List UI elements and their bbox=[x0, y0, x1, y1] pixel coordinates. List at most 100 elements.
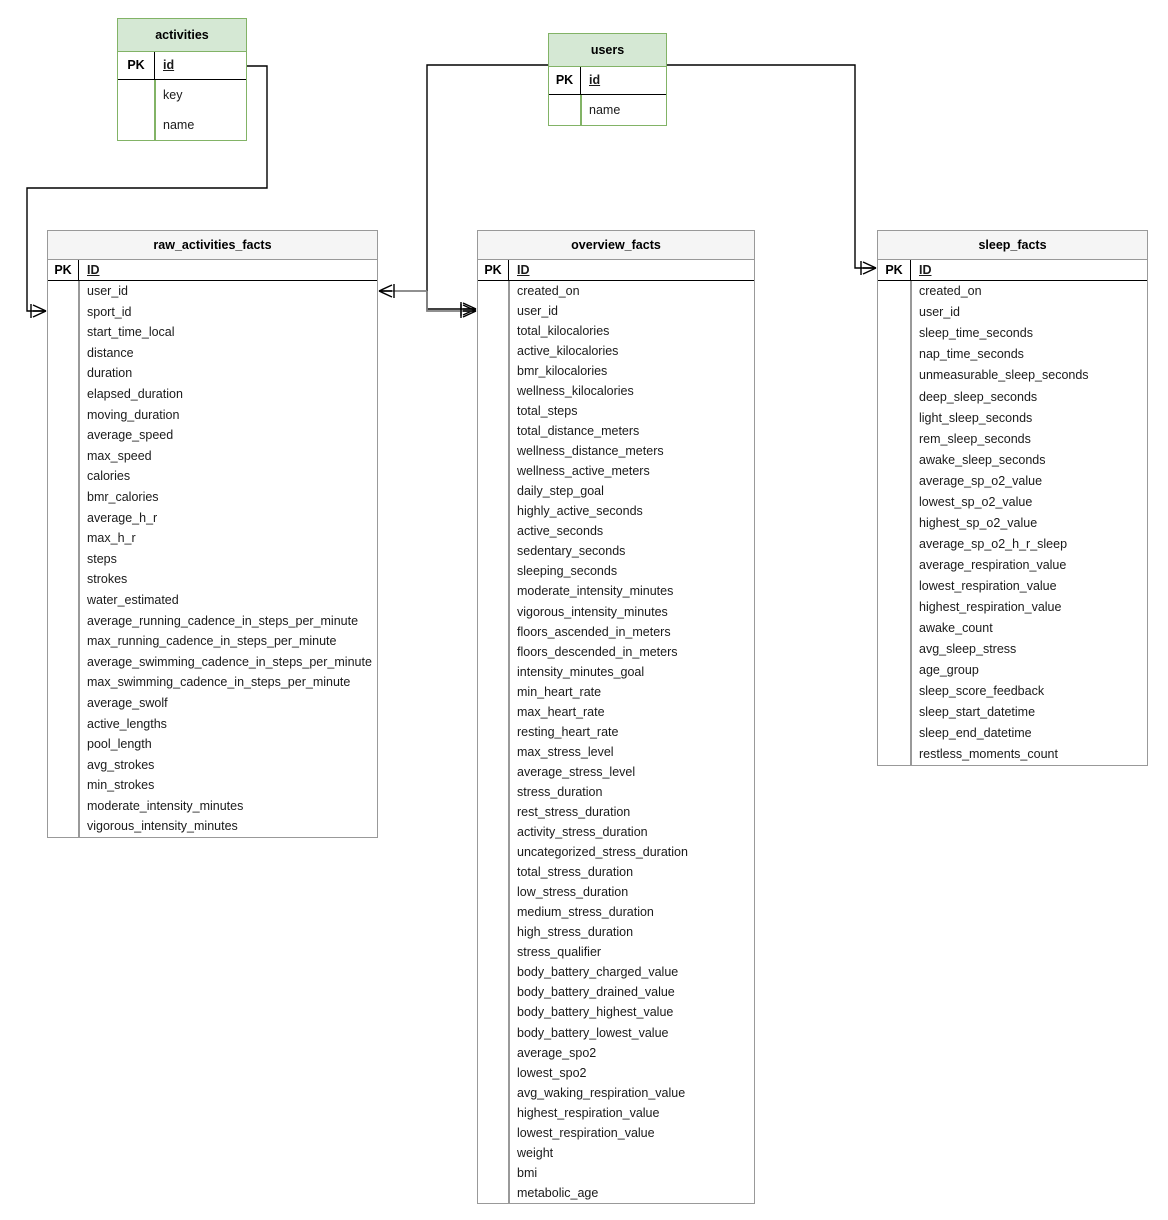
pk-spacer bbox=[878, 386, 911, 408]
field-overview_facts-activity_stress_duration: activity_stress_duration bbox=[517, 825, 648, 840]
field-activities-key: key bbox=[163, 87, 183, 102]
pk-spacer bbox=[48, 404, 79, 426]
table-row: vigorous_intensity_minutes bbox=[48, 816, 377, 838]
field-overview_facts-low_stress_duration: low_stress_duration bbox=[517, 885, 629, 900]
pk-spacer bbox=[48, 548, 79, 570]
field-overview_facts-stress_qualifier: stress_qualifier bbox=[517, 945, 602, 960]
table-row: bmi bbox=[478, 1163, 754, 1184]
field-raw_activities_facts-average_h_r: average_h_r bbox=[87, 510, 158, 525]
table-row: created_on bbox=[478, 281, 754, 302]
pk-spacer bbox=[48, 486, 79, 508]
entity-title-raw_activities_facts: raw_activities_facts bbox=[48, 231, 377, 260]
table-row: water_estimated bbox=[48, 589, 377, 611]
field-raw_activities_facts-max_speed: max_speed bbox=[87, 448, 152, 463]
pk-spacer bbox=[48, 651, 79, 673]
table-row: highly_active_seconds bbox=[478, 501, 754, 522]
pk-spacer bbox=[478, 341, 509, 362]
pk-spacer bbox=[478, 541, 509, 562]
field-sleep_facts-average_sp_o2_value: average_sp_o2_value bbox=[919, 473, 1043, 488]
pk-spacer bbox=[478, 1122, 509, 1144]
table-row: average_sp_o2_value bbox=[878, 470, 1147, 492]
field-sleep_facts-lowest_sp_o2_value: lowest_sp_o2_value bbox=[919, 494, 1033, 509]
pk-spacer bbox=[478, 501, 509, 522]
field-overview_facts-body_battery_lowest_value: body_battery_lowest_value bbox=[517, 1025, 669, 1040]
field-overview_facts-ID: ID bbox=[517, 262, 530, 277]
field-raw_activities_facts-moving_duration: moving_duration bbox=[87, 407, 180, 422]
table-row: daily_step_goal bbox=[478, 481, 754, 502]
table-row: awake_count bbox=[878, 617, 1147, 639]
table-row: min_heart_rate bbox=[478, 681, 754, 702]
table-row: sleep_time_seconds bbox=[878, 323, 1147, 345]
table-row: active_kilocalories bbox=[478, 341, 754, 362]
pk-spacer bbox=[478, 1163, 509, 1184]
pk-spacer bbox=[878, 722, 911, 745]
field-activities-name: name bbox=[163, 117, 195, 132]
pk-spacer bbox=[478, 742, 509, 763]
field-overview_facts-max_stress_level: max_stress_level bbox=[517, 744, 614, 759]
field-raw_activities_facts-duration: duration bbox=[87, 366, 133, 381]
field-raw_activities_facts-steps: steps bbox=[87, 551, 117, 566]
table-row: light_sleep_seconds bbox=[878, 407, 1147, 429]
field-sleep_facts-highest_respiration_value: highest_respiration_value bbox=[919, 599, 1062, 614]
table-row: weight bbox=[478, 1143, 754, 1164]
table-row: average_speed bbox=[48, 425, 377, 446]
table-row: steps bbox=[48, 548, 377, 570]
table-row: active_lengths bbox=[48, 713, 377, 735]
field-raw_activities_facts-moderate_intensity_minutes: moderate_intensity_minutes bbox=[87, 798, 244, 813]
table-row: strokes bbox=[48, 569, 377, 590]
field-overview_facts-body_battery_charged_value: body_battery_charged_value bbox=[517, 965, 679, 980]
field-overview_facts-min_heart_rate: min_heart_rate bbox=[517, 684, 602, 699]
field-overview_facts-vigorous_intensity_minutes: vigorous_intensity_minutes bbox=[517, 604, 668, 619]
table-row: floors_descended_in_meters bbox=[478, 641, 754, 662]
field-raw_activities_facts-active_lengths: active_lengths bbox=[87, 716, 167, 731]
pk-spacer bbox=[48, 569, 79, 590]
field-overview_facts-wellness_active_meters: wellness_active_meters bbox=[517, 464, 650, 479]
table-row: moving_duration bbox=[48, 404, 377, 426]
pk-spacer bbox=[478, 521, 509, 542]
pk-spacer bbox=[48, 734, 79, 755]
pk-spacer bbox=[878, 554, 911, 576]
field-overview_facts-total_stress_duration: total_stress_duration bbox=[517, 865, 634, 880]
field-sleep_facts-sleep_score_feedback: sleep_score_feedback bbox=[919, 684, 1045, 699]
field-users-id: id bbox=[589, 73, 601, 88]
pk-spacer bbox=[478, 561, 509, 582]
table-row: min_strokes bbox=[48, 775, 377, 796]
table-row: average_sp_o2_h_r_sleep bbox=[878, 533, 1147, 555]
pk-spacer bbox=[478, 762, 509, 783]
entity-title-users: users bbox=[549, 34, 666, 67]
pk-spacer bbox=[878, 638, 911, 660]
table-row: awake_sleep_seconds bbox=[878, 449, 1147, 471]
field-sleep_facts-restless_moments_count: restless_moments_count bbox=[919, 747, 1058, 762]
pk-spacer bbox=[478, 802, 509, 823]
table-row: user_id bbox=[878, 302, 1147, 324]
pk-spacer bbox=[478, 401, 509, 422]
pk-spacer bbox=[478, 361, 509, 382]
field-raw_activities_facts-average_running_cadence_in_steps_per_minute: average_running_cadence_in_steps_per_min… bbox=[87, 613, 359, 628]
pk-spacer bbox=[48, 528, 79, 549]
pk-spacer bbox=[478, 321, 509, 342]
field-raw_activities_facts-distance: distance bbox=[87, 345, 134, 360]
pk-spacer bbox=[478, 381, 509, 402]
field-raw_activities_facts-max_running_cadence_in_steps_per_minute: max_running_cadence_in_steps_per_minute bbox=[87, 634, 337, 649]
table-row: total_distance_meters bbox=[478, 421, 754, 442]
table-row: lowest_respiration_value bbox=[878, 575, 1147, 597]
field-overview_facts-active_seconds: active_seconds bbox=[517, 524, 604, 539]
pk-spacer bbox=[878, 281, 911, 303]
pk-spacer bbox=[48, 383, 79, 405]
field-sleep_facts-sleep_end_datetime: sleep_end_datetime bbox=[919, 726, 1032, 741]
table-row: metabolic_age bbox=[478, 1183, 754, 1204]
field-overview_facts-stress_duration: stress_duration bbox=[517, 784, 603, 799]
field-raw_activities_facts-min_strokes: min_strokes bbox=[87, 778, 155, 793]
pk-spacer bbox=[478, 782, 509, 803]
table-row: max_swimming_cadence_in_steps_per_minute bbox=[48, 672, 377, 693]
field-overview_facts-medium_stress_duration: medium_stress_duration bbox=[517, 905, 654, 920]
field-overview_facts-lowest_respiration_value: lowest_respiration_value bbox=[517, 1125, 655, 1140]
table-row: lowest_spo2 bbox=[478, 1062, 754, 1083]
pk-spacer bbox=[48, 631, 79, 652]
